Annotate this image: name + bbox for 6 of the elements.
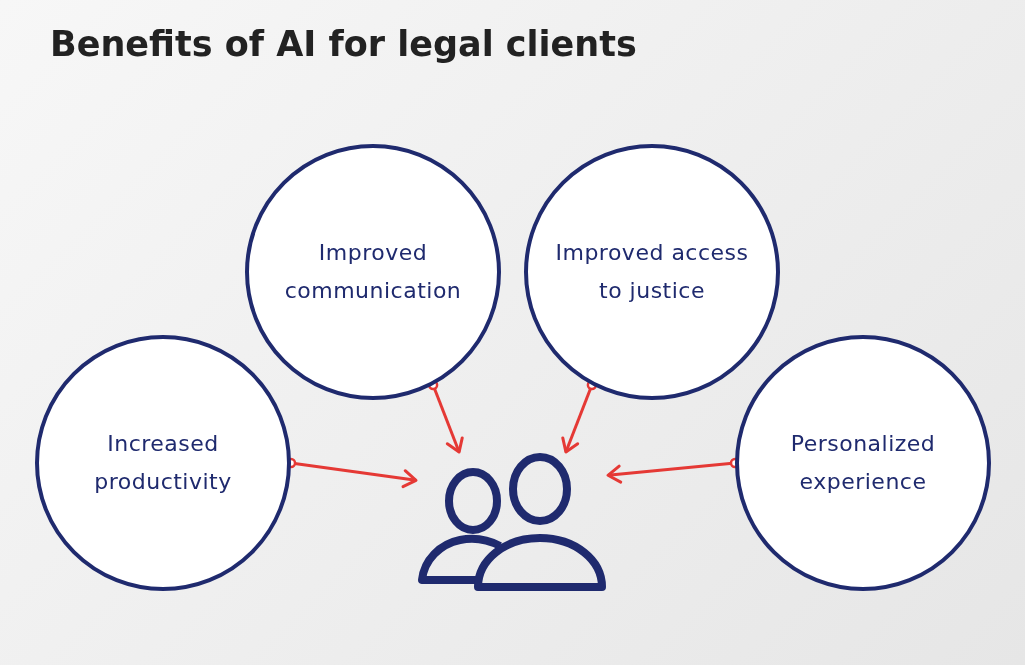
people-icon — [416, 452, 608, 594]
benefit-label: Improved access to justice — [554, 239, 750, 305]
benefit-label: Improved communication — [283, 239, 463, 305]
benefit-label: Increased productivity — [93, 430, 233, 496]
title: Benefits of AI for legal clients — [50, 24, 637, 64]
benefit-label: Personalized experience — [789, 430, 937, 496]
